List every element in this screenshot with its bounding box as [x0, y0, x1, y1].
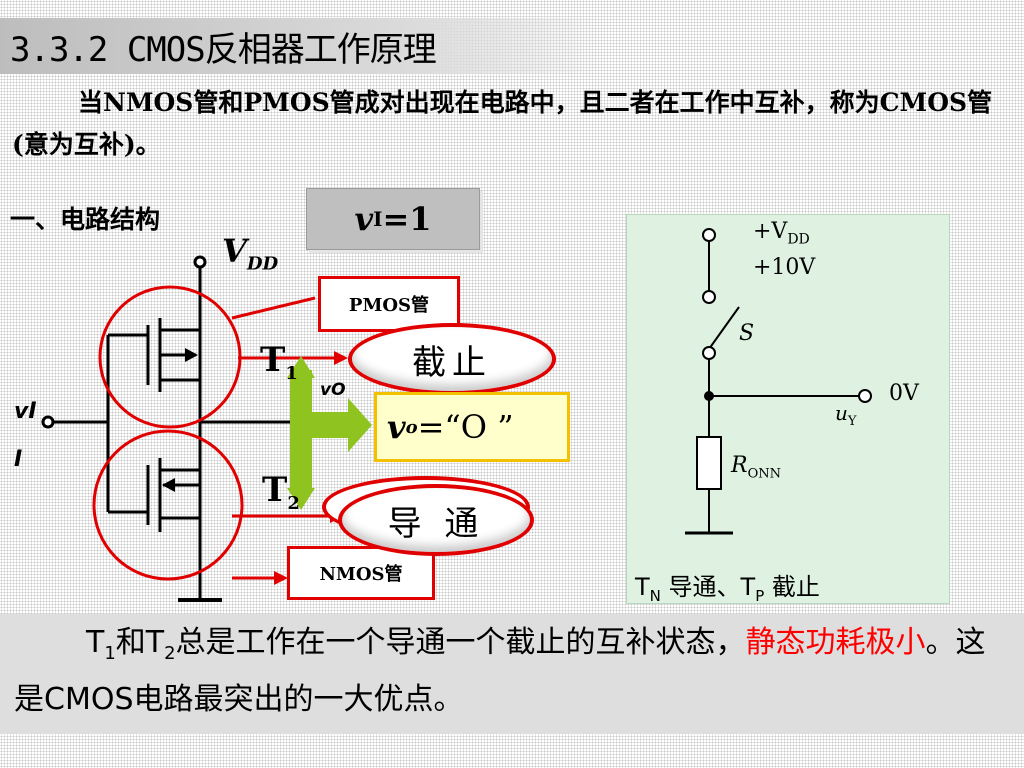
input-terminal	[41, 415, 55, 429]
eq-vdd-terminal	[702, 228, 716, 242]
pmos-label-arrow	[231, 296, 316, 320]
pmos-circle	[98, 285, 242, 429]
slide-title: 3.3.2 CMOS反相器工作原理	[10, 30, 437, 70]
t1-label: T1	[260, 340, 298, 384]
eq-uy-label: uY	[835, 401, 857, 429]
green-top	[287, 356, 315, 378]
green-bottom	[287, 488, 315, 510]
nmos-arrow	[162, 478, 175, 492]
summary-highlight: 静态功耗极小	[745, 625, 926, 660]
cutoff-oval: 截止	[348, 323, 556, 395]
nmos-circle	[92, 429, 244, 581]
summary-text: T1和T2总是工作在一个导通一个截止的互补状态，静态功耗极小。这是CMOS电路最…	[14, 625, 986, 717]
eq-caption: TN 导通、TP 截止	[635, 573, 820, 605]
eq-switch-top	[702, 290, 716, 304]
pmos-arrow	[185, 348, 198, 362]
eq-resistor-label: RONN	[731, 453, 781, 482]
vo-node-label: vO	[320, 380, 346, 400]
section-heading: 一、电路结构	[10, 205, 161, 234]
eq-vdd-value: +10V	[753, 255, 816, 280]
eq-switch-label: S	[739, 321, 755, 346]
eq-output-value: 0V	[889, 381, 919, 406]
conduct-oval: 导 通	[338, 484, 534, 556]
nmos-label-arrow-head	[274, 571, 288, 585]
vi-node-label: vI I	[14, 399, 37, 472]
eq-vdd-label: +VDD	[753, 219, 810, 248]
eq-resistor	[696, 436, 722, 490]
t2-label: T2	[262, 470, 300, 514]
eq-output-terminal	[858, 389, 872, 403]
vdd-terminal	[193, 255, 207, 269]
equivalent-circuit-svg	[685, 228, 872, 535]
eq-switch-blade	[708, 306, 740, 350]
summary-background	[0, 614, 1024, 734]
eq-switch-bottom	[702, 346, 716, 360]
vdd-label: VDD	[222, 232, 279, 275]
t1-arrow-head	[334, 351, 348, 365]
nmos-label: NMOS管	[287, 546, 435, 600]
title-bar	[0, 18, 605, 74]
green-branch	[290, 370, 372, 488]
equivalent-circuit-panel: +VDD +10V S 0V uY RONN TN 导通、TP 截止	[626, 214, 950, 605]
intro-paragraph: 当NMOS管和PMOS管成对出现在电路中，且二者在工作中互补，称为CMOS管(意…	[12, 88, 993, 159]
